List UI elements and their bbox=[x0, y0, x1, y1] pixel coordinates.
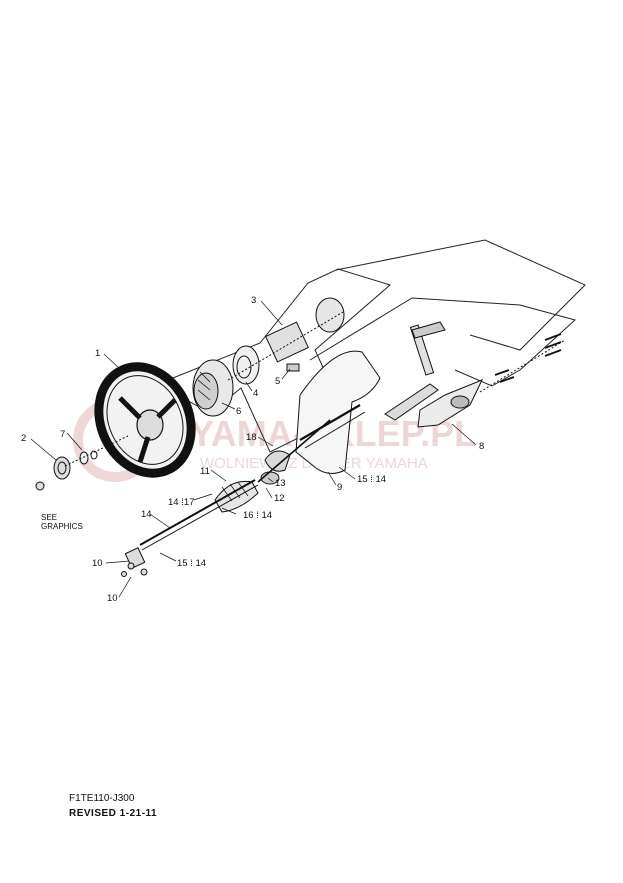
callout-numbers: 1 2 3 4 5 6 7 8 9 10 10 11 12 13 14 ⁞17 … bbox=[21, 295, 484, 604]
callout-10a: 10 bbox=[92, 558, 103, 569]
callout-16-14: 16 ⁞ 14 bbox=[243, 510, 272, 521]
callout-8: 8 bbox=[479, 441, 484, 452]
callout-4: 4 bbox=[253, 388, 258, 399]
universal-joint bbox=[121, 547, 148, 577]
steering-boot-and-shaft bbox=[139, 419, 331, 551]
hub-adapter bbox=[192, 297, 345, 417]
callout-2: 2 bbox=[21, 433, 26, 444]
callout-13: 13 bbox=[275, 478, 286, 489]
callout-15-14-upper: 15 ⁞ 14 bbox=[357, 474, 386, 485]
column-cover-plate bbox=[295, 350, 381, 474]
callout-15-14-lower: 15 ⁞ 14 bbox=[177, 558, 206, 569]
hub-nut bbox=[35, 435, 129, 491]
see-graphics-line2: GRAPHICS bbox=[41, 522, 83, 531]
callout-9: 9 bbox=[337, 482, 342, 493]
callout-10b: 10 bbox=[107, 593, 118, 604]
callout-1: 1 bbox=[95, 348, 100, 359]
revision-date: REVISED 1-21-11 bbox=[69, 808, 158, 819]
see-graphics-line1: SEE bbox=[41, 513, 57, 522]
callout-11: 11 bbox=[200, 466, 210, 477]
callout-leaders bbox=[30, 300, 477, 598]
tilt-bracket bbox=[384, 321, 566, 428]
outline-column-group bbox=[309, 297, 577, 387]
drawing-code: F1TE110-J300 bbox=[69, 793, 135, 804]
callout-7: 7 bbox=[60, 429, 65, 440]
callout-6: 6 bbox=[236, 406, 241, 417]
callout-3: 3 bbox=[251, 295, 256, 306]
callout-14-17: 14 ⁞17 bbox=[168, 497, 194, 508]
callout-5: 5 bbox=[275, 376, 280, 387]
outline-top-cover bbox=[335, 239, 586, 351]
callout-18: 18 bbox=[246, 432, 257, 443]
callout-12: 12 bbox=[274, 493, 285, 504]
callout-14: 14 bbox=[141, 509, 152, 520]
steering-wheel bbox=[94, 362, 196, 478]
